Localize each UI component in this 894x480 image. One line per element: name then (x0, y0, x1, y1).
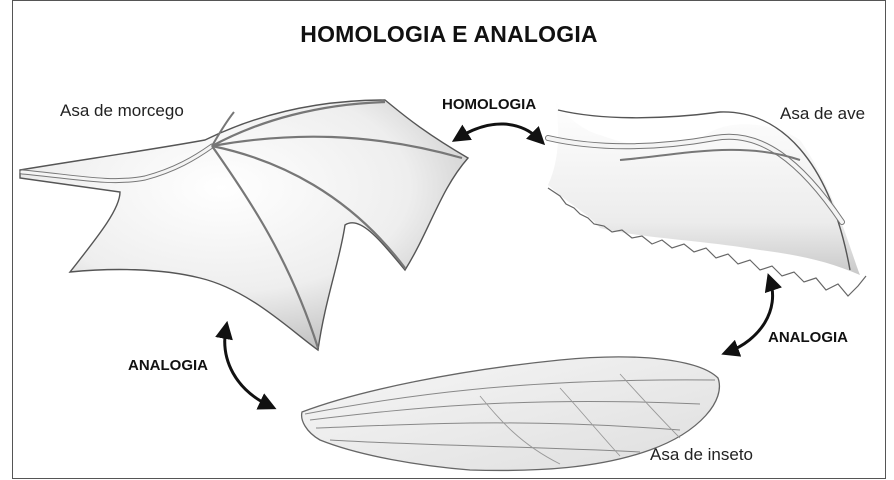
left-analogy-label: ANALOGIA (128, 357, 208, 374)
right-analogy-arrow (728, 280, 773, 352)
left-analogy-arrow (225, 328, 270, 406)
homology-label: HOMOLOGIA (442, 96, 536, 113)
bat-wing (20, 100, 468, 350)
bird-wing (548, 100, 866, 296)
homology-arrow (458, 124, 540, 140)
bird-wing-label: Asa de ave (780, 104, 865, 124)
insect-wing-label: Asa de inseto (650, 445, 753, 465)
bat-wing-label: Asa de morcego (60, 101, 184, 121)
right-analogy-label: ANALOGIA (768, 329, 848, 346)
